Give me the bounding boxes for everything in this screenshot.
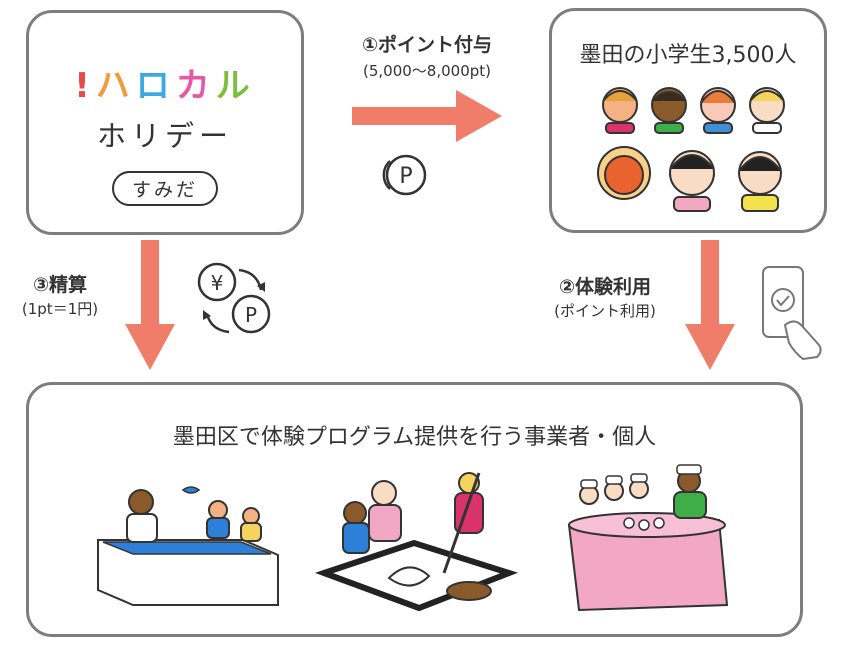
arrow-settlement: [125, 240, 175, 370]
business-box: 墨田区で体験プログラム提供を行う事業者・個人: [26, 382, 803, 637]
step3-sub-label: (1pt＝1円): [21, 300, 99, 318]
logo-char: ロ: [135, 66, 176, 106]
logo-line-holiday: ホリデー: [96, 119, 233, 153]
point-coin-icon: P: [382, 154, 427, 196]
child-face: [738, 151, 782, 212]
logo-line-hello-local: !ハロカル: [29, 58, 301, 107]
hello-holiday-logo-box: !ハロカル ホリデー すみだ: [26, 10, 304, 235]
calligraphy-illustration: [314, 472, 519, 612]
smartphone-tap-icon: [762, 266, 822, 361]
cooking-class-illustration: [567, 464, 729, 612]
logo-char: ル: [215, 66, 256, 106]
step1-sub-label: (5,000〜8,000pt): [363, 62, 491, 80]
child-face: [597, 146, 651, 200]
step3-label: ③精算: [32, 274, 88, 296]
yen-point-exchange-icon: ¥ P: [197, 262, 271, 334]
students-title: 墨田の小学生3,500人: [579, 43, 797, 68]
business-title: 墨田区で体験プログラム提供を行う事業者・個人: [172, 425, 657, 450]
fishing-pool-illustration: [97, 486, 279, 606]
child-face: [651, 87, 687, 134]
children-illustration: [597, 87, 785, 212]
logo-sumida-badge: すみだ: [111, 171, 218, 206]
step1-label: ①ポイント付与: [361, 34, 493, 56]
logo-sumida-wrap: すみだ: [29, 171, 301, 206]
child-face: [749, 87, 785, 134]
point-symbol: P: [245, 303, 257, 327]
arrow-point-grant: [352, 90, 502, 142]
yen-symbol: ¥: [211, 271, 224, 295]
step2-label: ②体験利用: [558, 276, 652, 298]
arrow-experience-use: [685, 240, 735, 370]
logo-char: カ: [175, 66, 216, 106]
child-face: [669, 150, 715, 212]
child-face: [700, 87, 736, 134]
step2-sub-label: (ポイント利用): [554, 302, 656, 320]
point-symbol: P: [399, 164, 412, 189]
students-box: 墨田の小学生3,500人: [549, 8, 827, 233]
logo-char: !: [74, 66, 96, 106]
child-face: [602, 87, 638, 134]
logo-char: ハ: [95, 66, 136, 106]
